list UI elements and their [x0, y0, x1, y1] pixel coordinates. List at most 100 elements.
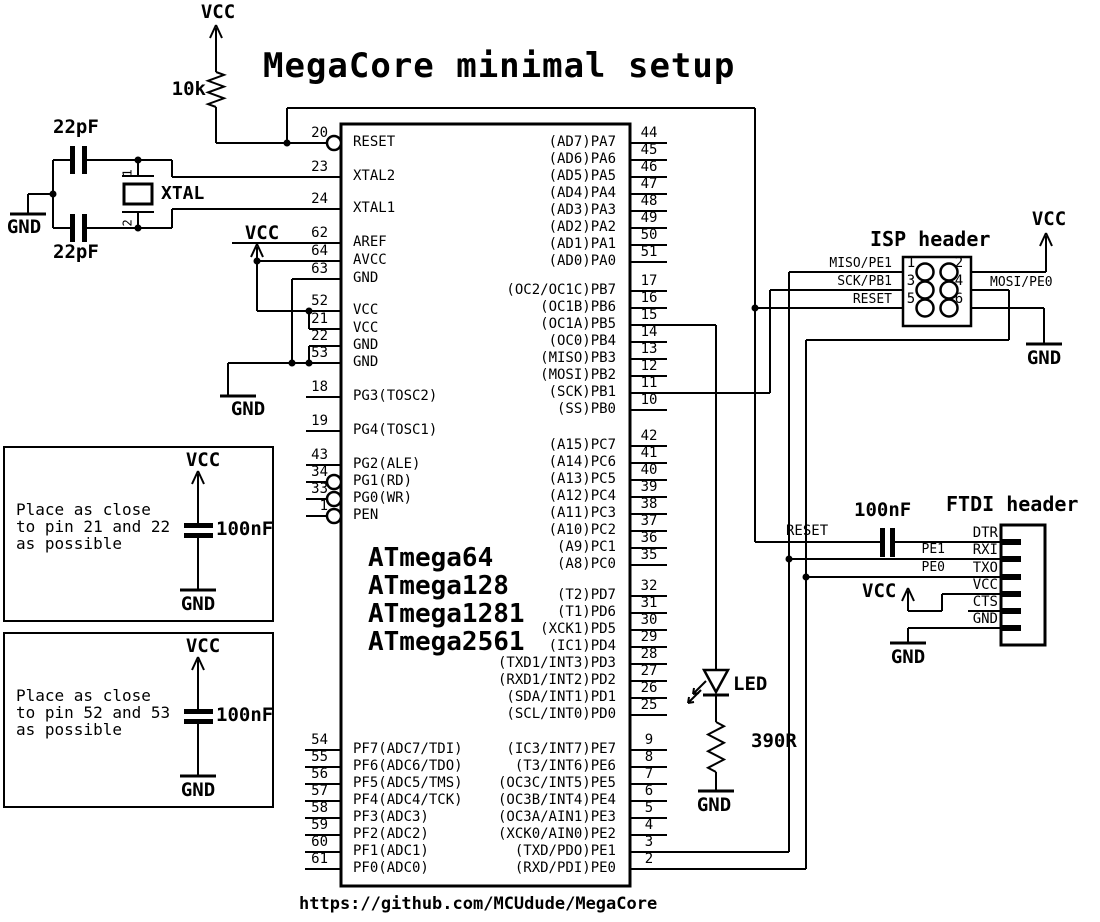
- pin-name: PF3(ADC3): [353, 809, 429, 825]
- chip-part-name: ATmega64: [368, 543, 494, 573]
- vcc-arrow-avcc: [250, 243, 258, 258]
- pin-number: 54: [311, 732, 328, 748]
- pin-name: PF6(ADC6/TDO): [353, 758, 463, 774]
- pin-name: (OC0)PB4: [548, 333, 616, 349]
- pin-name: (OC2/OC1C)PB7: [506, 282, 616, 298]
- pin-name: (MOSI)PB2: [540, 367, 616, 383]
- pin-name: (A9)PC1: [556, 539, 616, 555]
- xtal-cap-bottom-label: 22pF: [53, 241, 99, 263]
- isp-pad-number: 2: [954, 255, 964, 271]
- pin-name: PG1(RD): [353, 473, 413, 489]
- pin-name: (AD0)PA0: [548, 253, 616, 269]
- note1-line3: as possible: [16, 534, 122, 553]
- note1-line2: to pin 21 and 22: [16, 517, 171, 536]
- decoupling-cap-plate: [184, 523, 213, 528]
- pin-name: (RXD/PDI)PE0: [514, 860, 616, 876]
- isp-pad: [915, 298, 935, 318]
- active-low-bubble: [325, 507, 343, 525]
- pin-number: 16: [640, 290, 658, 306]
- gnd-label-note2: GND: [180, 779, 216, 801]
- gnd-label-caps: GND: [6, 216, 42, 238]
- ftdi-pin-label: VCC: [972, 577, 998, 593]
- pin-number: 57: [311, 783, 328, 799]
- pin-name: (A8)PC0: [556, 556, 616, 572]
- pin-name: (AD7)PA7: [548, 134, 616, 150]
- pin-name: (AD3)PA3: [548, 202, 616, 218]
- pin-number: 53: [311, 345, 328, 361]
- isp-pad-number: 4: [954, 273, 964, 289]
- vcc-label-isp: VCC: [1031, 208, 1067, 230]
- pin-number: 19: [311, 413, 328, 429]
- pin-name: PG0(WR): [353, 490, 413, 506]
- active-low-bubble: [325, 490, 343, 508]
- chip-part-name: ATmega2561: [368, 627, 525, 657]
- pin-number: 26: [640, 680, 658, 696]
- note2-line1: Place as close: [16, 686, 151, 705]
- ftdi-pin-bar: [1001, 625, 1021, 631]
- ftdi-pin-bar: [1001, 539, 1021, 545]
- vcc-arrow-avcc: [256, 243, 264, 258]
- pin-number: 27: [640, 663, 658, 679]
- gnd-label-left: GND: [230, 398, 266, 420]
- pin-name: PF7(ADC7/TDI): [353, 741, 463, 757]
- pin-number: 61: [311, 851, 328, 867]
- led-label: LED: [733, 673, 768, 695]
- pin-name: PG4(TOSC1): [353, 422, 438, 438]
- pin-name: (AD1)PA1: [548, 236, 616, 252]
- pin-number: 1: [319, 498, 328, 514]
- pin-name: (A10)PC2: [548, 522, 616, 538]
- pin-number: 25: [640, 697, 658, 713]
- isp-pad: [939, 298, 959, 318]
- pin-number: 49: [640, 210, 658, 226]
- pin-name: (A13)PC5: [548, 471, 616, 487]
- led-emission-arrow: [687, 689, 702, 704]
- vcc-arrow-note2: [197, 656, 205, 671]
- pin-name: PG2(ALE): [353, 456, 421, 472]
- pin-name: (AD4)PA4: [548, 185, 616, 201]
- pin-name: (T1)PD6: [556, 604, 616, 620]
- pin-number: 33: [311, 481, 328, 497]
- pin-number: 12: [640, 358, 658, 374]
- ftdi-header-title: FTDI header: [946, 492, 1079, 516]
- pin-number: 8: [644, 749, 654, 765]
- pin-number: 22: [311, 328, 328, 344]
- pin-number: 64: [311, 243, 328, 259]
- ftdi-pin-label: CTS: [972, 594, 998, 610]
- ftdi-pin-label: GND: [972, 611, 998, 627]
- ftdi-cap-plate: [880, 528, 885, 557]
- capacitor-plate: [82, 146, 87, 174]
- pin-name: (T3/INT6)PE6: [514, 758, 616, 774]
- vcc-arrow-pullup: [209, 24, 217, 39]
- pin-number: 5: [644, 800, 654, 816]
- note1-line1: Place as close: [16, 500, 151, 519]
- pin-name: (A12)PC4: [548, 488, 616, 504]
- pin-number: 2: [644, 851, 654, 867]
- pin-number: 62: [311, 225, 328, 241]
- pin-name: PG3(TOSC2): [353, 388, 438, 404]
- vcc-label-note1: VCC: [185, 449, 221, 471]
- pin-number: 6: [644, 783, 654, 799]
- pin-number: 34: [311, 464, 328, 480]
- isp-pad-number: 1: [906, 255, 916, 271]
- pin-number: 28: [640, 646, 658, 662]
- ftdi-pin-bar: [1001, 556, 1021, 562]
- pin-number: 37: [640, 513, 658, 529]
- pin-number: 15: [640, 307, 658, 323]
- pin-number: 30: [640, 612, 658, 628]
- pin-name: (XCK0/AIN0)PE2: [497, 826, 616, 842]
- pin-name: GND: [353, 354, 379, 370]
- isp-pad: [915, 262, 935, 282]
- pullup-resistor-symbol: [205, 71, 227, 108]
- led-emission-arrow: [687, 696, 690, 704]
- pin-number: 47: [640, 176, 658, 192]
- pin-name: (TXD/PDO)PE1: [514, 843, 616, 859]
- ftdi-pin-bar: [1001, 574, 1021, 580]
- note2-line3: as possible: [16, 720, 122, 739]
- vcc-arrow-ftdi: [901, 587, 909, 602]
- gnd-label-ftdi: GND: [890, 646, 926, 668]
- ftdi-pe1-net-label: PE1: [921, 542, 945, 557]
- note1-box: [3, 446, 274, 622]
- xtal-cap-top-label: 22pF: [53, 116, 99, 138]
- pin-number: 39: [640, 479, 658, 495]
